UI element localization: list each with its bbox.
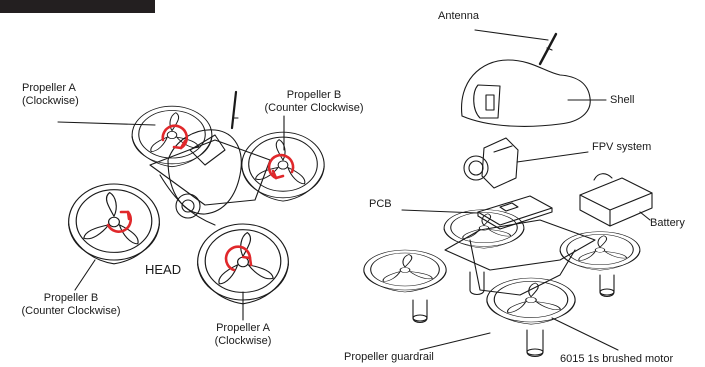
leader-fpv xyxy=(517,152,588,162)
label-prop-a-bottom-line1: Propeller A xyxy=(200,322,286,335)
leader-battery xyxy=(640,212,650,220)
label-guardrail: Propeller guardrail xyxy=(344,351,434,364)
label-prop-b-bottom: Propeller B (Counter Clockwise) xyxy=(5,292,137,318)
label-prop-a-bottom: Propeller A (Clockwise) xyxy=(200,322,286,348)
shell-body xyxy=(168,130,241,214)
duct-right-front-left xyxy=(364,250,446,292)
label-head: HEAD xyxy=(145,262,181,277)
label-prop-a-bottom-line2: (Clockwise) xyxy=(200,335,286,348)
duct-top-left xyxy=(132,106,212,166)
right-exploded xyxy=(364,30,652,357)
label-prop-b-top: Propeller B (Counter Clockwise) xyxy=(246,89,382,115)
leader-motor xyxy=(552,318,618,350)
label-prop-b-bottom-line1: Propeller B xyxy=(5,292,137,305)
leader-prop-b-bottom xyxy=(75,260,95,290)
antenna-left xyxy=(232,92,236,128)
label-prop-a-top-line1: Propeller A xyxy=(22,82,79,95)
label-prop-b-top-line2: (Counter Clockwise) xyxy=(246,102,382,115)
frame-part xyxy=(445,220,595,295)
label-prop-b-bottom-line2: (Counter Clockwise) xyxy=(5,305,137,318)
label-fpv: FPV system xyxy=(592,141,651,154)
label-prop-a-top: Propeller A (Clockwise) xyxy=(22,82,79,108)
rotation-arrow-ccw-1 xyxy=(269,155,293,178)
label-prop-b-top-line1: Propeller B xyxy=(246,89,382,102)
antenna-part xyxy=(540,34,556,64)
battery-part xyxy=(580,174,652,226)
duct-right-back-right xyxy=(560,232,640,271)
leader-antenna xyxy=(475,30,548,40)
leader-prop-a-top xyxy=(58,122,155,125)
label-motor: 6015 1s brushed motor xyxy=(560,353,673,366)
label-pcb: PCB xyxy=(369,198,392,211)
label-prop-a-top-line2: (Clockwise) xyxy=(22,95,79,108)
duct-right-front-right xyxy=(487,278,575,324)
left-drone xyxy=(58,92,324,320)
camera-lens xyxy=(176,194,200,218)
label-battery: Battery xyxy=(650,217,685,230)
duct-bottom-left xyxy=(69,184,160,264)
label-shell: Shell xyxy=(610,94,634,107)
fpv-camera-part xyxy=(464,138,518,188)
label-antenna: Antenna xyxy=(438,10,479,23)
duct-top-right xyxy=(242,132,324,201)
leader-guardrail xyxy=(420,333,490,350)
shell-part xyxy=(462,60,591,126)
